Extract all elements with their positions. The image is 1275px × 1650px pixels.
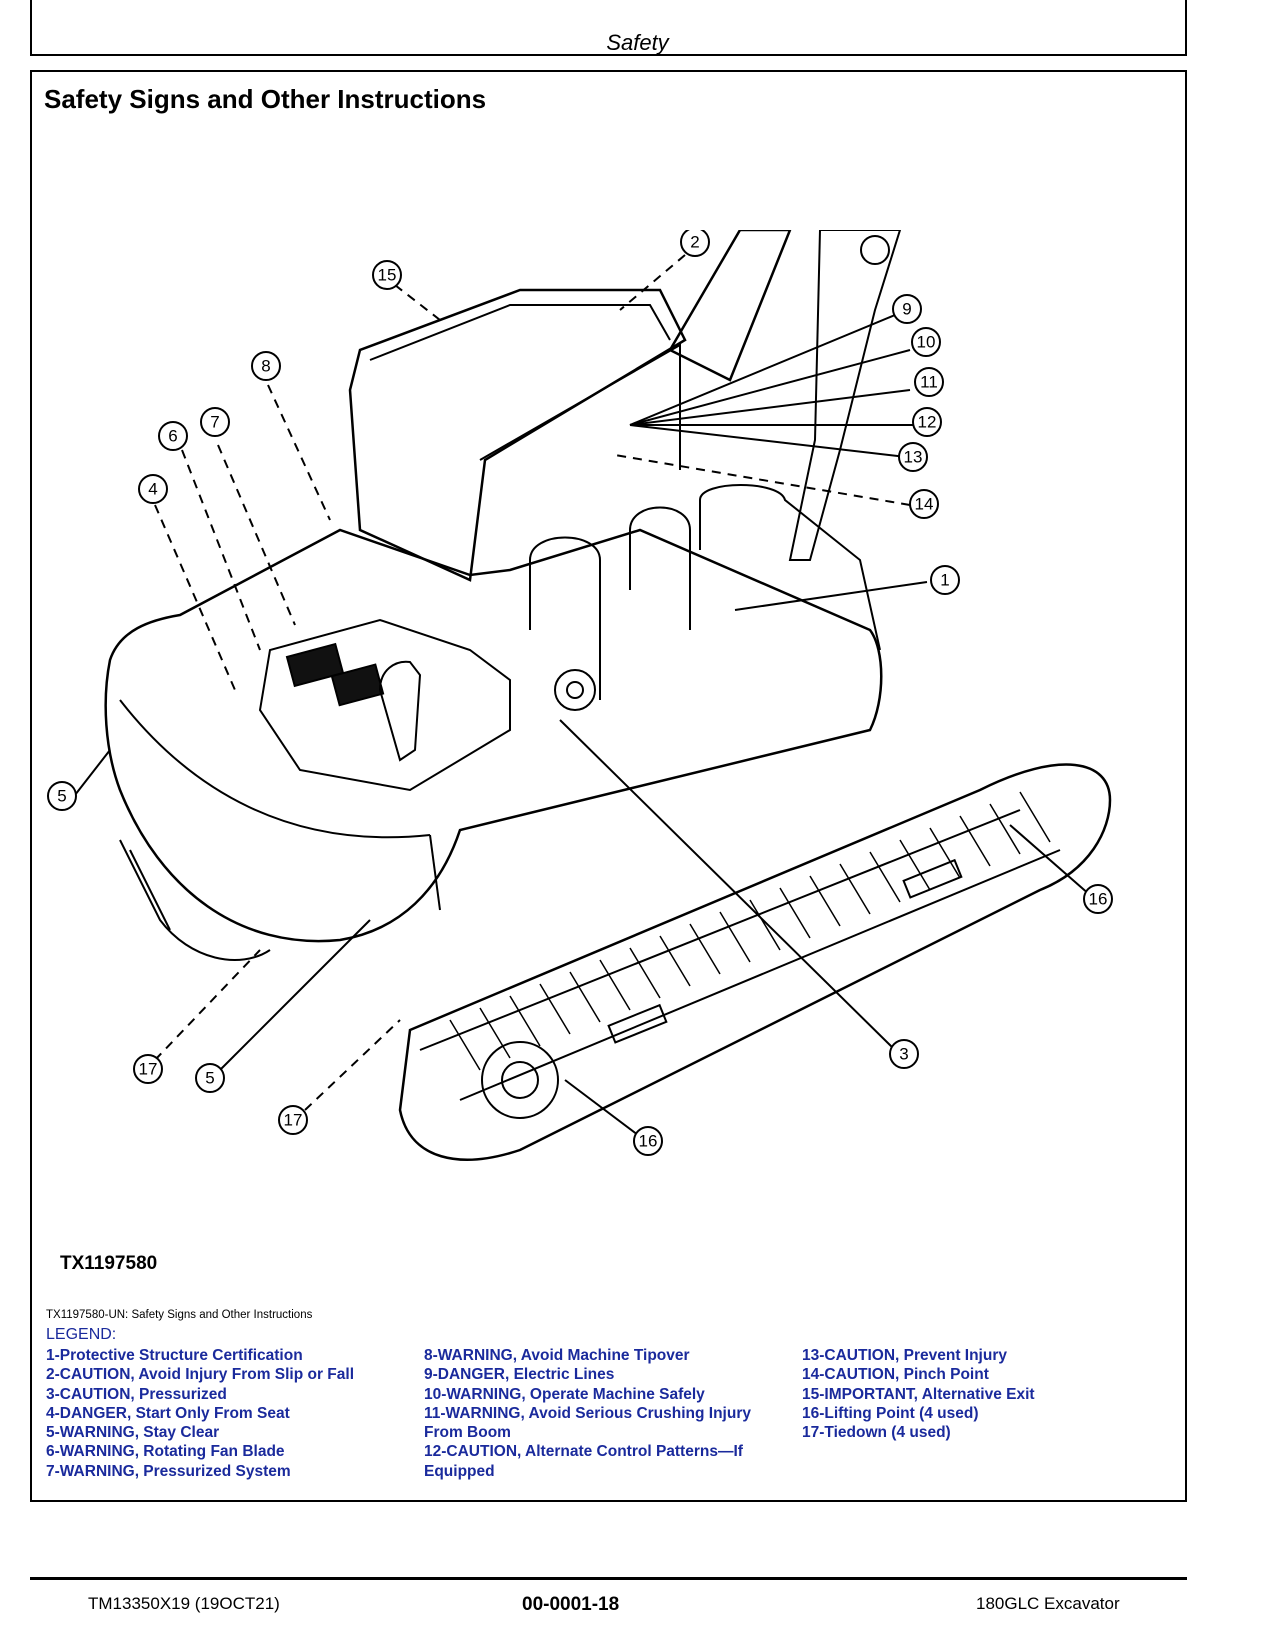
callout-14: 14 [909,489,939,519]
legend-item: Equipped [424,1462,495,1480]
callout-9-label: 9 [902,300,911,319]
callout-14-label: 14 [915,495,934,514]
callout-11-label: 11 [920,373,938,392]
legend-item: 7-WARNING, Pressurized System [46,1462,291,1480]
legend-item: 6-WARNING, Rotating Fan Blade [46,1443,285,1461]
legend-item: 10-WARNING, Operate Machine Safely [424,1385,705,1403]
legend-item: 16-Lifting Point (4 used) [802,1404,979,1422]
legend-item: 2-CAUTION, Avoid Injury From Slip or Fal… [46,1366,355,1384]
footer-model: 180GLC Excavator [976,1594,1120,1613]
callout-16-label: 16 [639,1132,658,1151]
callout-17-label: 17 [284,1111,303,1130]
legend-column-2: 8-WARNING, Avoid Machine Tipover 9-DANGE… [424,1346,751,1481]
callout-12-label: 12 [918,413,937,432]
callout-6-label: 6 [168,427,177,446]
callout-17-label: 17 [139,1060,158,1079]
callout-16-label: 16 [1089,890,1108,909]
footer-manual-id: TM13350X19 (19OCT21) [88,1594,280,1613]
footer-page-number: 00-0001-18 [522,1594,620,1615]
callout-15: 15 [372,260,402,290]
header-frame [30,0,1187,56]
callout-17-bottom: 17 [278,1105,308,1135]
callout-5-bottom: 5 [195,1063,225,1093]
callout-5-left: 5 [47,781,77,811]
legend-item: 1-Protective Structure Certification [46,1347,303,1364]
legend-heading: LEGEND: [46,1326,117,1343]
callout-13: 13 [898,442,928,472]
legend-item: 14-CAUTION, Pinch Point [802,1366,989,1384]
legend-item: 12-CAUTION, Alternate Control Patterns—I… [424,1443,743,1461]
callout-5-label: 5 [57,787,66,806]
callout-10-label: 10 [917,333,936,352]
callout-4: 4 [138,474,168,504]
callout-3-label: 3 [899,1045,908,1064]
legend-item: 4-DANGER, Start Only From Seat [46,1404,290,1422]
section-title: Safety Signs and Other Instructions [44,84,487,114]
legend-item: 11-WARNING, Avoid Serious Crushing Injur… [424,1404,751,1422]
callout-8-label: 8 [261,357,270,376]
legend-item: 15-IMPORTANT, Alternative Exit [802,1385,1035,1403]
callout-6: 6 [158,421,188,451]
callout-2-label: 2 [690,233,699,252]
callout-3: 3 [889,1039,919,1069]
callout-13-label: 13 [904,448,923,467]
page-header-title: Safety [606,30,669,55]
legend-item: 8-WARNING, Avoid Machine Tipover [424,1347,690,1364]
legend-column-3: 13-CAUTION, Prevent Injury 14-CAUTION, P… [802,1346,1035,1442]
legend-item: 9-DANGER, Electric Lines [424,1366,615,1384]
callout-7: 7 [200,407,230,437]
callout-16-bottom: 16 [633,1126,663,1156]
callout-5-label: 5 [205,1069,214,1088]
callout-10: 10 [911,327,941,357]
callout-8: 8 [251,351,281,381]
callout-1-label: 1 [940,571,949,590]
figure-caption: TX1197580-UN: Safety Signs and Other Ins… [46,1309,313,1321]
figure-id: TX1197580 [60,1253,158,1274]
callout-4-label: 4 [148,480,157,499]
content-frame [30,70,1187,1502]
legend-item: 5-WARNING, Stay Clear [46,1424,220,1442]
callout-7-label: 7 [210,413,219,432]
excavator-illustration: 2 15 8 7 6 4 9 10 11 12 13 14 1 5 16 3 1… [47,230,1113,1161]
callout-9: 9 [892,294,922,324]
legend-item: From Boom [424,1424,511,1442]
callout-15-label: 15 [378,266,397,285]
legend-item: 13-CAUTION, Prevent Injury [802,1347,1007,1364]
callout-16-right: 16 [1083,884,1113,914]
legend-item: 17-Tiedown (4 used) [802,1424,951,1442]
legend-column-1: 1-Protective Structure Certification 2-C… [46,1346,354,1481]
callout-11: 11 [914,367,944,397]
callout-12: 12 [912,407,942,437]
callout-17-left: 17 [133,1054,163,1084]
callout-2: 2 [680,230,710,257]
callout-1: 1 [930,565,960,595]
legend-item: 3-CAUTION, Pressurized [46,1385,227,1403]
footer-rule [30,1577,1187,1580]
